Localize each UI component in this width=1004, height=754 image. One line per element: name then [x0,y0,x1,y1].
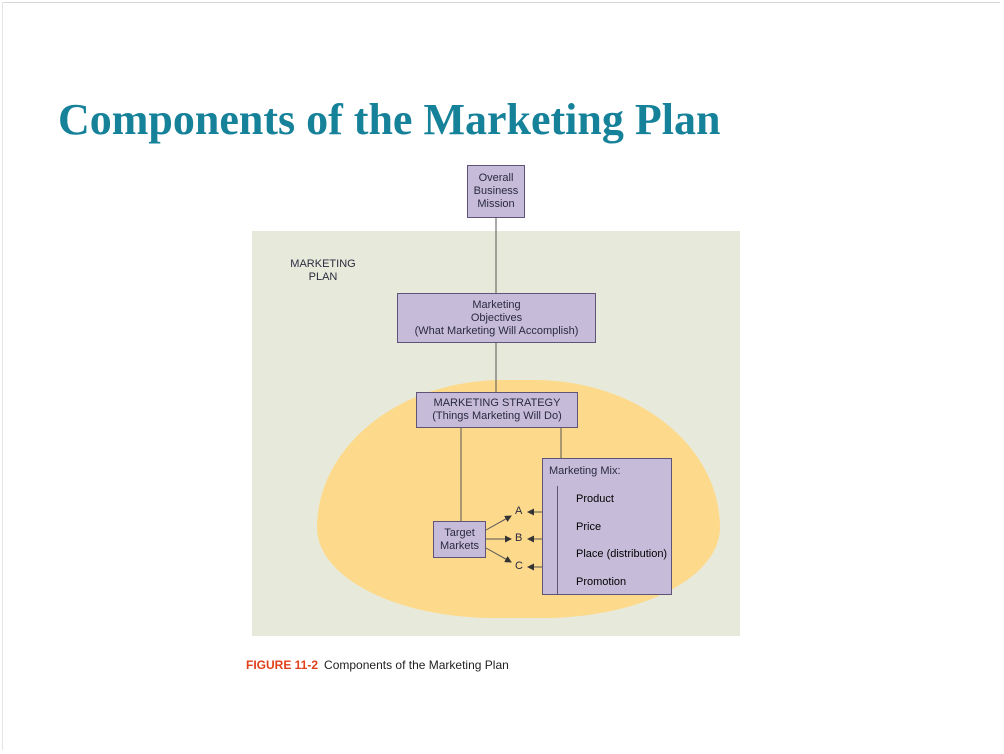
marketing-strategy-box: MARKETING STRATEGY (Things Marketing Wil… [416,392,578,428]
mix-item-promotion: Promotion [576,576,627,588]
target-markets-line-2: Markets [439,539,480,552]
overall-business-mission-box: Overall Business Mission [467,165,525,218]
letter-b: B [515,532,523,544]
letter-a: A [515,505,523,517]
mission-line-2: Business [473,185,519,197]
target-markets-line-1: Target [444,526,475,539]
marketing-mix-list: Product Price Place (distribution) Promo… [557,486,672,594]
plan-label-line-1: MARKETING [290,258,356,270]
figure-number: FIGURE 11-2 [246,658,319,672]
mission-line-1: Overall [478,172,514,184]
objectives-line-2: Objectives [470,311,523,324]
figure-caption-text: Components of the Marketing Plan [324,658,509,672]
marketing-mix-box: Marketing Mix: [542,458,672,595]
mix-item-place: Place (distribution) [576,548,668,560]
letter-c: C [515,560,523,572]
mix-item-price: Price [576,521,602,533]
strategy-line-1: MARKETING STRATEGY [433,397,561,409]
figure-caption: FIGURE 11-2 Components of the Marketing P… [246,658,509,672]
marketing-plan-label: MARKETING PLAN [286,258,360,284]
arrow-targets-a [485,515,512,531]
objectives-line-3: (What Marketing Will Accomplish) [414,324,579,337]
marketing-objectives-box: Marketing Objectives (What Marketing Wil… [397,293,596,343]
marketing-mix-title: Marketing Mix: [549,465,621,477]
objectives-line-1: Marketing [472,298,521,311]
target-markets-box: Target Markets [433,521,486,558]
plan-label-line-2: PLAN [308,271,338,283]
strategy-line-2: (Things Marketing Will Do) [432,410,562,422]
mission-line-3: Mission [477,198,515,210]
arrow-targets-c [485,547,512,563]
slide-title: Components of the Marketing Plan [58,95,721,144]
mix-item-product: Product [576,493,614,505]
